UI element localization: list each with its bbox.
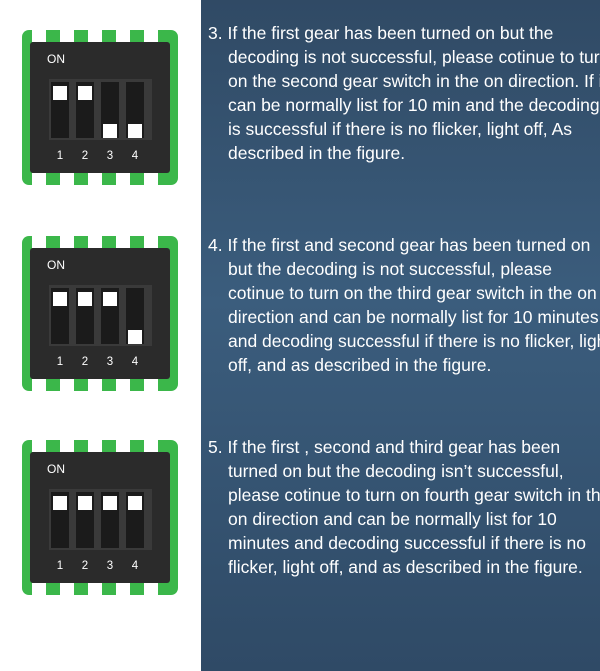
pcb-pin	[116, 379, 130, 391]
switch-lever-4	[128, 124, 142, 138]
switch-number-3: 3	[106, 150, 114, 162]
switch-number-4: 4	[131, 356, 139, 368]
switch-number-1: 1	[56, 356, 64, 368]
pcb-pin	[116, 440, 130, 452]
pcb-pin	[32, 379, 46, 391]
on-label: ON	[47, 462, 65, 476]
pcb-pin	[116, 30, 130, 42]
pcb-pin	[60, 583, 74, 595]
pcb-board: ON 1 2 3 4	[22, 440, 178, 595]
pcb-pin	[88, 583, 102, 595]
pcb-pin	[60, 440, 74, 452]
switch-number-2: 2	[81, 356, 89, 368]
instruction-step-4: 4. If the first and second gear has been…	[208, 235, 600, 375]
dip-switch-diagram-step-3: ON 1 2 3 4	[22, 30, 178, 185]
switch-lever-3	[103, 124, 117, 138]
switch-lever-3	[103, 496, 117, 510]
dip-switch-diagram-step-4: ON 1 2 3 4	[22, 236, 178, 391]
on-label: ON	[47, 258, 65, 272]
pcb-pin	[144, 583, 158, 595]
switch-number-4: 4	[131, 150, 139, 162]
pcb-pin	[88, 379, 102, 391]
switch-body: ON 1 2 3 4	[30, 42, 170, 173]
switch-lever-4	[128, 330, 142, 344]
pcb-pin	[60, 30, 74, 42]
switch-number-2: 2	[81, 560, 89, 572]
instructions-panel	[201, 0, 600, 671]
pcb-pin	[32, 583, 46, 595]
pcb-board: ON 1 2 3 4	[22, 30, 178, 185]
switch-lever-2	[78, 292, 92, 306]
switch-lever-2	[78, 86, 92, 100]
pcb-pin	[32, 30, 46, 42]
pcb-pin	[60, 379, 74, 391]
instruction-step-3: 3. If the first gear has been turned on …	[208, 23, 600, 163]
switch-body: ON 1 2 3 4	[30, 452, 170, 583]
switch-number-4: 4	[131, 560, 139, 572]
pcb-pin	[32, 236, 46, 248]
switch-number-2: 2	[81, 150, 89, 162]
switch-lever-1	[53, 496, 67, 510]
pcb-pin	[88, 30, 102, 42]
pcb-pin	[60, 173, 74, 185]
pcb-pin	[88, 440, 102, 452]
pcb-board: ON 1 2 3 4	[22, 236, 178, 391]
pcb-pin	[144, 379, 158, 391]
switch-lever-1	[53, 86, 67, 100]
switch-lever-1	[53, 292, 67, 306]
pcb-pin	[88, 173, 102, 185]
pcb-pin	[32, 440, 46, 452]
pcb-pin	[88, 236, 102, 248]
pcb-pin	[144, 30, 158, 42]
switch-number-3: 3	[106, 356, 114, 368]
pcb-pin	[144, 440, 158, 452]
switch-number-1: 1	[56, 150, 64, 162]
pcb-pin	[32, 173, 46, 185]
pcb-pin	[60, 236, 74, 248]
dip-switch-diagram-step-5: ON 1 2 3 4	[22, 440, 178, 595]
switch-body: ON 1 2 3 4	[30, 248, 170, 379]
switch-lever-3	[103, 292, 117, 306]
instruction-step-5: 5. If the first , second and third gear …	[208, 437, 600, 577]
switch-lever-4	[128, 496, 142, 510]
switch-lever-2	[78, 496, 92, 510]
on-label: ON	[47, 52, 65, 66]
switch-number-3: 3	[106, 560, 114, 572]
pcb-pin	[144, 236, 158, 248]
switch-number-1: 1	[56, 560, 64, 572]
pcb-pin	[116, 236, 130, 248]
pcb-pin	[116, 173, 130, 185]
pcb-pin	[116, 583, 130, 595]
pcb-pin	[144, 173, 158, 185]
